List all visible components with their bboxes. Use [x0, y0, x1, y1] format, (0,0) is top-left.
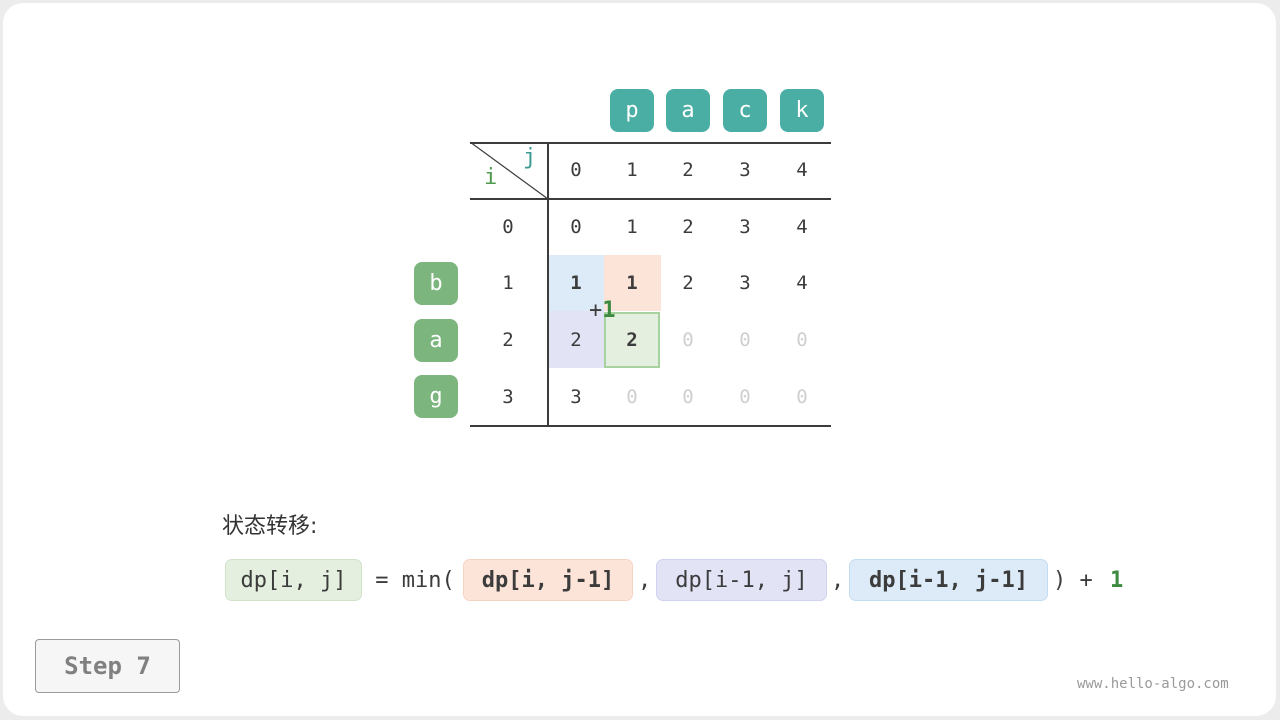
target-char-tag: a — [666, 89, 710, 132]
formula-term-left: dp[i, j-1] — [463, 559, 633, 601]
plus-one-annotation: +1 — [589, 298, 616, 323]
col-index: 4 — [796, 159, 808, 181]
table-top-border — [470, 142, 831, 144]
step-button[interactable]: Step 7 — [35, 639, 180, 693]
table-header-divider — [470, 198, 831, 200]
col-index: 3 — [739, 159, 751, 181]
corner-i-label: i — [484, 165, 498, 190]
col-index: 1 — [626, 159, 638, 181]
target-char-tag: p — [610, 89, 654, 132]
dp-cell-empty: 0 — [796, 329, 808, 351]
dp-cell-empty: 0 — [626, 386, 638, 408]
dp-cell: 1 — [626, 216, 638, 238]
formula-term-up: dp[i-1, j] — [656, 559, 827, 601]
dp-cell-empty: 0 — [739, 329, 751, 351]
table-bottom-border — [470, 425, 831, 427]
dp-cell-empty: 0 — [682, 329, 694, 351]
dp-cell-empty: 0 — [739, 386, 751, 408]
table-index-divider — [547, 142, 549, 426]
formula-close-plus: ) + — [1053, 567, 1106, 593]
source-char-tag: b — [414, 262, 458, 305]
target-char-tag: k — [780, 89, 824, 132]
col-index: 2 — [682, 159, 694, 181]
highlight-up-cell — [548, 311, 604, 368]
dp-cell-current: 2 — [626, 329, 638, 351]
state-transition-label: 状态转移: — [222, 514, 318, 539]
dp-cell: 4 — [796, 216, 808, 238]
corner-j-label: j — [523, 145, 537, 170]
formula-comma: , — [638, 567, 652, 593]
dp-cell-empty: 0 — [796, 386, 808, 408]
row-index: 0 — [502, 216, 514, 238]
formula-comma: , — [831, 567, 845, 593]
source-char-tag: a — [414, 319, 458, 362]
row-index: 2 — [502, 329, 514, 351]
row-index: 1 — [502, 272, 514, 294]
dp-cell: 0 — [570, 216, 582, 238]
source-char-tag: g — [414, 375, 458, 418]
site-watermark: www.hello-algo.com — [1077, 676, 1229, 692]
dp-cell: 3 — [739, 216, 751, 238]
dp-cell-empty: 0 — [682, 386, 694, 408]
row-index: 3 — [502, 386, 514, 408]
highlight-left-cell — [604, 255, 661, 311]
dp-cell-diagonal: 1 — [570, 272, 582, 294]
dp-cell: 3 — [570, 386, 582, 408]
plus-sign: + — [589, 298, 603, 323]
corner-diagonal — [470, 142, 548, 199]
plus-one-value: 1 — [602, 298, 616, 323]
dp-cell-left: 1 — [626, 272, 638, 294]
dp-cell: 2 — [682, 272, 694, 294]
formula-equals-min: = min( — [362, 567, 455, 593]
highlight-current-cell — [604, 312, 660, 368]
dp-cell: 3 — [739, 272, 751, 294]
formula-one: 1 — [1110, 567, 1124, 593]
highlight-diagonal-cell — [548, 255, 604, 311]
formula-lhs: dp[i, j] — [225, 559, 362, 601]
formula-term-diagonal: dp[i-1, j-1] — [849, 559, 1048, 601]
col-index: 0 — [570, 159, 582, 181]
target-char-tag: c — [723, 89, 767, 132]
dp-cell-up: 2 — [570, 329, 582, 351]
dp-cell: 2 — [682, 216, 694, 238]
dp-cell: 4 — [796, 272, 808, 294]
